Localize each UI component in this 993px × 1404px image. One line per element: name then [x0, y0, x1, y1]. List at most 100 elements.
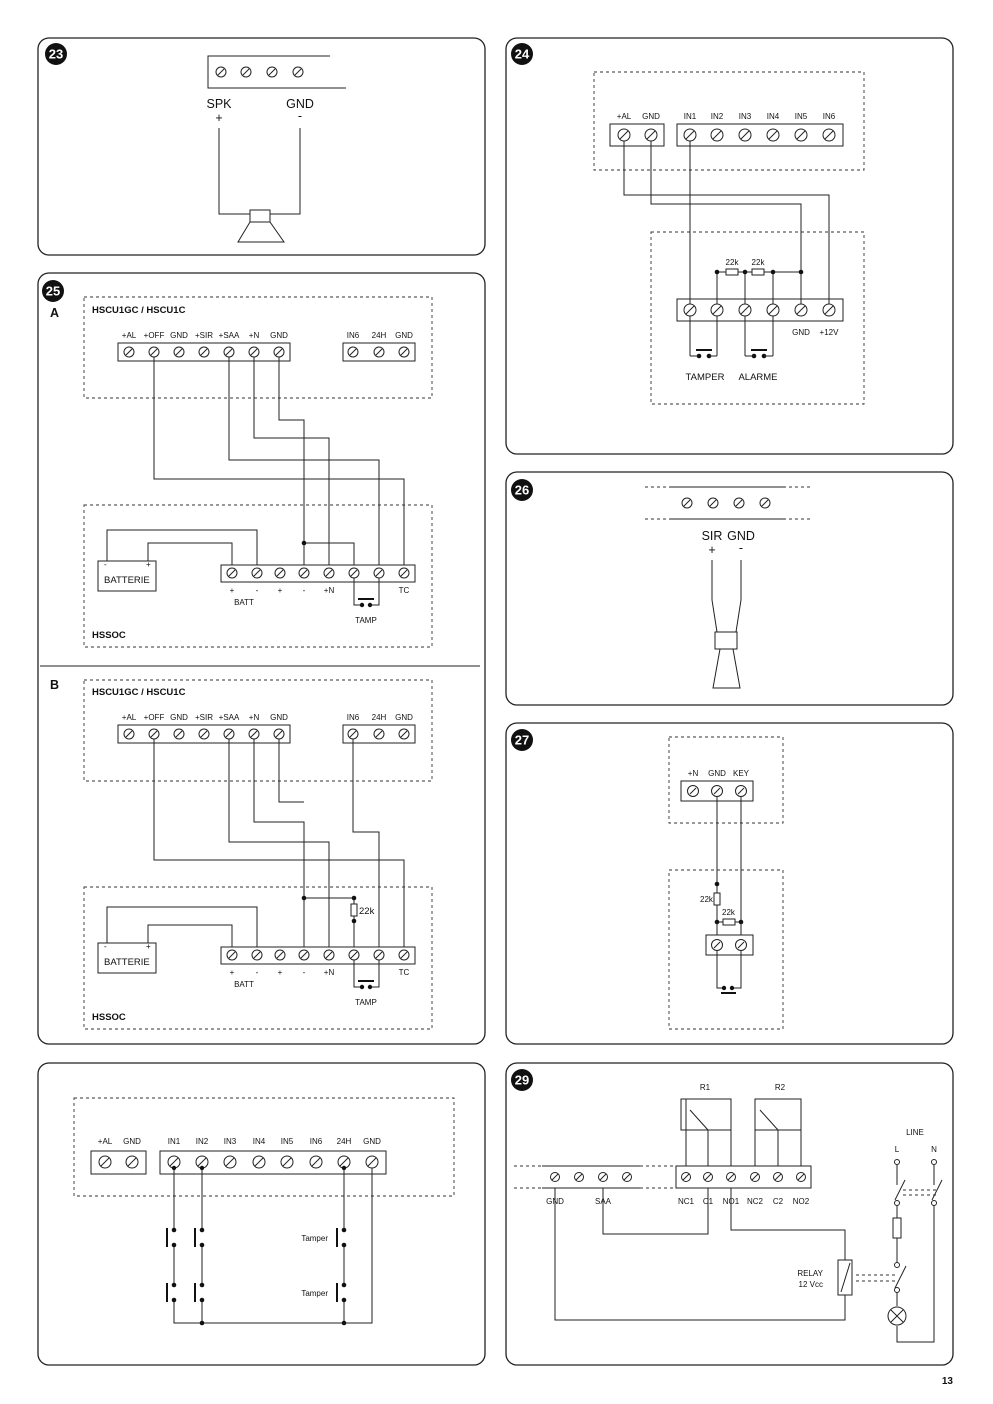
- battery-minus: -: [104, 942, 107, 951]
- term-label: C2: [773, 1197, 784, 1206]
- spk-label: SPK: [206, 97, 232, 111]
- term-label: +AL: [122, 331, 137, 340]
- term-label: IN6: [347, 713, 360, 722]
- terminal-strip: [676, 123, 844, 147]
- screw-terminals: [215, 66, 304, 78]
- term-label: +OFF: [144, 713, 165, 722]
- term-label: KEY: [733, 769, 750, 778]
- term-label: +12V: [820, 328, 840, 337]
- plus-sign: +: [215, 111, 222, 125]
- n-label: N: [931, 1145, 937, 1154]
- terminal-strip: [207, 55, 346, 89]
- screw-terminals: [711, 939, 747, 951]
- term-label: GND: [642, 112, 660, 121]
- panel-title: HSCU1GC / HSCU1C: [92, 687, 186, 698]
- term-label: +N: [249, 331, 260, 340]
- resistor-label: 22k: [359, 906, 375, 917]
- term-label: +: [278, 586, 283, 595]
- term-label: -: [303, 586, 306, 595]
- relay-contact-icon: [894, 1262, 907, 1293]
- term-label: +OFF: [144, 331, 165, 340]
- batt-label: BATT: [234, 980, 254, 989]
- resistor-icon: [350, 903, 358, 917]
- screw-terminals: [98, 1155, 379, 1169]
- gnd-label: GND: [286, 97, 314, 111]
- screw-terminals: [550, 1172, 806, 1182]
- term-label: +: [230, 968, 235, 977]
- screw-terminals: [123, 346, 410, 358]
- terminal-strip: [220, 946, 416, 965]
- tamper-label: Tamper: [301, 1234, 328, 1243]
- r2-label: R2: [775, 1083, 786, 1092]
- term-label: +AL: [617, 112, 632, 121]
- batterie-label: BATTERIE: [104, 575, 150, 586]
- terminal-strip: [220, 564, 416, 583]
- relay-label: RELAY: [797, 1269, 823, 1278]
- term-label: IN2: [196, 1137, 209, 1146]
- device-label: HSSOC: [92, 1012, 126, 1023]
- term-label: IN6: [347, 331, 360, 340]
- term-label: +: [230, 586, 235, 595]
- relay-r2-contact-icon: [754, 1098, 802, 1166]
- screw-terminals: [226, 567, 410, 579]
- battery-minus: -: [104, 560, 107, 569]
- contact-icons: [166, 1227, 347, 1303]
- term-label: GND: [170, 713, 188, 722]
- figure-23-badge: [45, 43, 67, 65]
- figure-27-badge: [511, 729, 533, 751]
- term-label: +SIR: [195, 331, 213, 340]
- term-label: +SAA: [219, 331, 240, 340]
- term-label: IN5: [281, 1137, 294, 1146]
- figure-24-badge: [511, 43, 533, 65]
- term-label: GND: [363, 1137, 381, 1146]
- minus-sign: -: [298, 109, 302, 123]
- term-label: +: [278, 968, 283, 977]
- figure-25: 25 A B HSCU1GC / HSCU1C +AL +OFF GND +SI…: [37, 272, 486, 1045]
- screw-terminals: [617, 128, 836, 142]
- panel-title: HSCU1GC / HSCU1C: [92, 305, 186, 316]
- term-label: IN2: [711, 112, 724, 121]
- term-label: -: [256, 586, 259, 595]
- term-label: -: [256, 968, 259, 977]
- fuse-icon: [892, 1217, 902, 1239]
- term-label: +N: [324, 968, 335, 977]
- tamp-label: TAMP: [355, 616, 377, 625]
- screw-terminals: [687, 785, 747, 797]
- term-label: GND: [395, 713, 413, 722]
- section-b-label: B: [50, 678, 59, 692]
- battery-icon: - + BATTERIE: [97, 942, 157, 974]
- term-label: NO2: [793, 1197, 810, 1206]
- term-label: 24H: [372, 331, 387, 340]
- resistor-icon: [725, 268, 765, 276]
- plus-sign: +: [708, 543, 715, 557]
- resistor-label: 22k: [722, 908, 736, 917]
- figure-29-number: 29: [515, 1073, 529, 1088]
- term-label: GND: [708, 769, 726, 778]
- term-label: TC: [399, 586, 410, 595]
- main-switch-icon: [894, 1159, 943, 1206]
- figure-26: 26 SIR GND + -: [505, 471, 954, 706]
- gnd-label: GND: [727, 529, 755, 543]
- term-label: 24H: [337, 1137, 352, 1146]
- tamper-label: Tamper: [301, 1289, 328, 1298]
- tamp-label: TAMP: [355, 998, 377, 1007]
- relay-coil-icon: [837, 1259, 853, 1296]
- term-label: IN6: [310, 1137, 323, 1146]
- term-label: IN1: [168, 1137, 181, 1146]
- term-label: +N: [324, 586, 335, 595]
- term-label: -: [303, 968, 306, 977]
- siren-icon: [712, 631, 741, 689]
- lamp-icon: [887, 1306, 907, 1326]
- figure-24: 24 +AL GND IN1 IN2 IN3 IN4 IN5 IN6: [505, 37, 954, 455]
- screw-terminals: [123, 728, 410, 740]
- term-label: GND: [270, 713, 288, 722]
- figure-28: +AL GND IN1 IN2 IN3 IN4 IN5 IN6 24H GND: [37, 1062, 486, 1366]
- term-label: IN5: [795, 112, 808, 121]
- figure-27: 27 +N GND KEY 22k 22k: [505, 722, 954, 1045]
- line-label: LINE: [906, 1128, 924, 1137]
- figure-25-badge: [42, 280, 64, 302]
- term-label: +N: [688, 769, 699, 778]
- term-label: IN3: [224, 1137, 237, 1146]
- term-label: IN4: [253, 1137, 266, 1146]
- resistor-label: 22k: [726, 258, 740, 267]
